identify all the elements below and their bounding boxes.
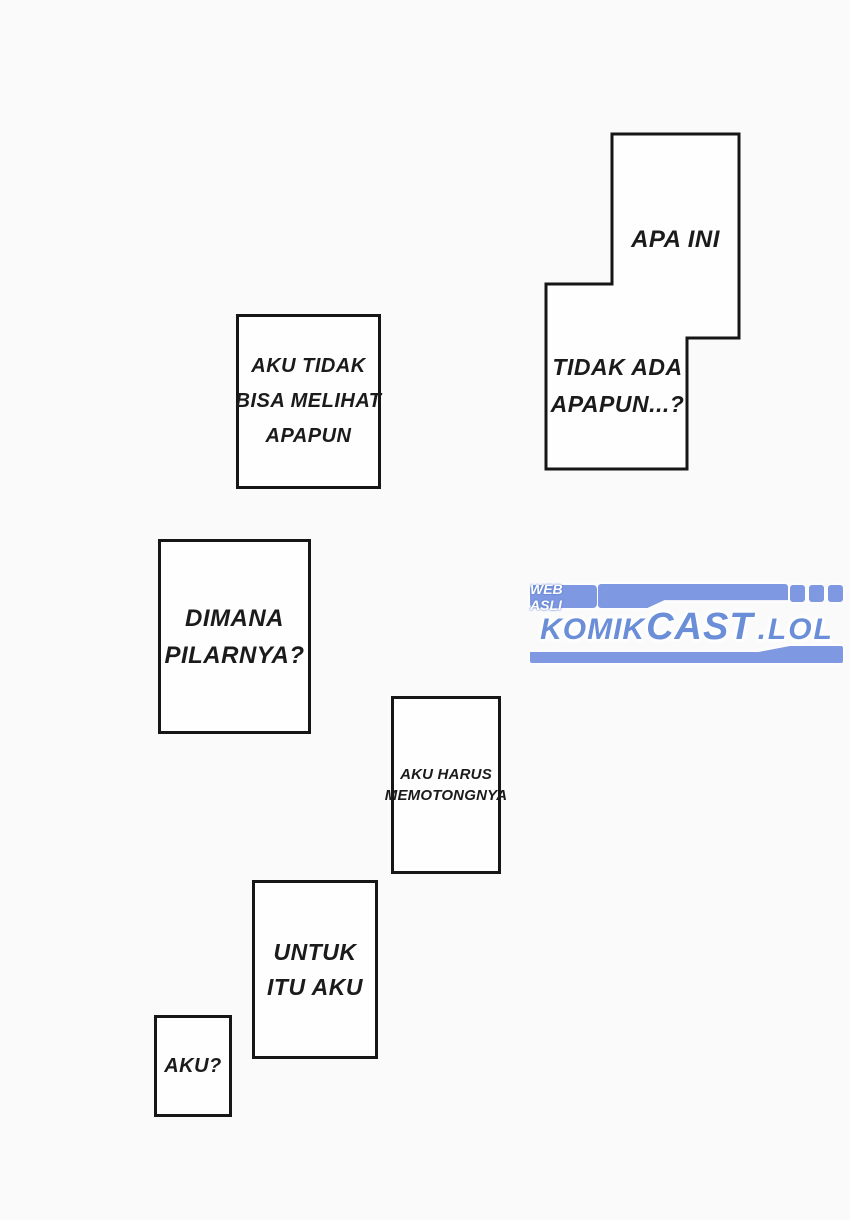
speech-text: APAPUN [265,425,352,447]
watermark-brand-cast: CAST [646,606,754,648]
speech-text: DIMANA [185,604,284,632]
speech-text: ITU AKU [267,973,363,1000]
speech-text: AKU TIDAK [251,355,366,377]
watermark-top-bar [598,584,788,608]
watermark-square-icon [809,585,824,602]
speech-text: APA INI [631,226,720,253]
speech-text: PILARNYA? [164,641,305,669]
merged-panel-polygon [544,132,741,471]
watermark-square-icon [828,585,843,602]
speech-text: UNTUK [273,938,357,965]
speech-text: APAPUN...? [550,391,685,417]
speech-text: TIDAK ADA [552,354,683,380]
speech-bubble-untuk-itu-aku: UNTUK ITU AKU [252,880,378,1059]
watermark-brand-lol: .LOL [757,613,834,646]
speech-text: BISA MELIHAT [235,390,382,412]
speech-text: AKU? [164,1055,222,1077]
watermark-square-icon [790,585,805,602]
speech-text: AKU HARUS [400,766,492,783]
watermark-web-asli-badge: WEB ASLI [530,581,597,613]
watermark-brand-komik: KOMIK [540,613,646,646]
speech-text: MEMOTONGNYA [384,787,508,804]
speech-bubble-dimana-pilarnya: DIMANA PILARNYA? [158,539,311,734]
speech-bubble-aku: AKU? [154,1015,232,1117]
speech-bubble-aku-harus-memotongnya: AKU HARUS MEMOTONGNYA [385,696,507,874]
speech-bubble-tidak-ada: TIDAK ADA APAPUN...? [548,348,687,424]
speech-bubble-apa-ini: APA INI [612,214,739,266]
speech-bubble-aku-tidak-bisa-melihat: AKU TIDAK BISA MELIHAT APAPUN [236,314,381,489]
